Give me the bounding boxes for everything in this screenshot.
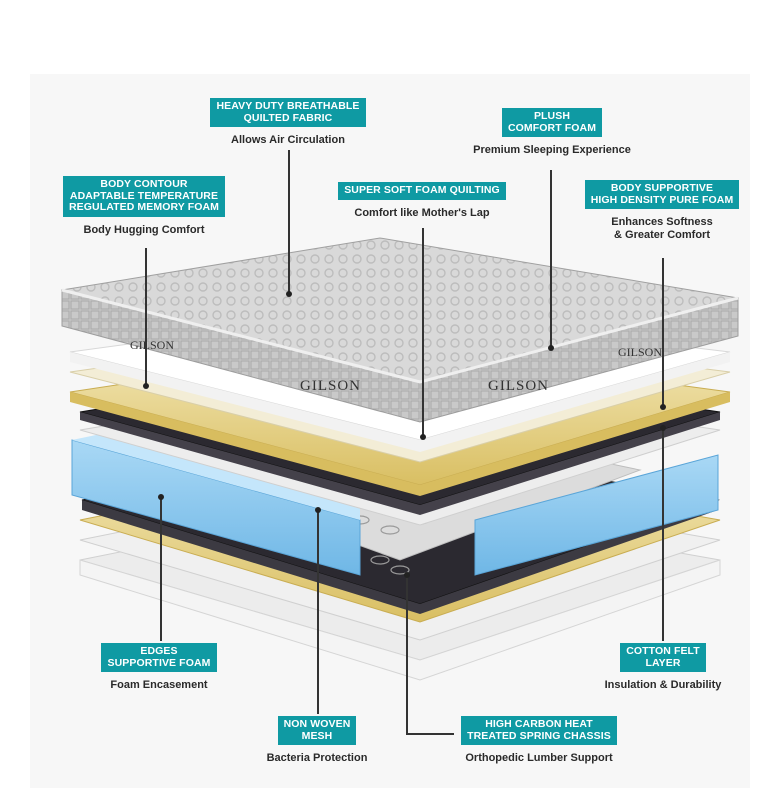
label-softfoam-desc: Comfort like Mother's Lap — [354, 206, 490, 219]
leader-felt-dot — [660, 425, 666, 431]
edge-foam-left-top — [72, 430, 360, 520]
leader-fabric — [288, 150, 290, 292]
brand-logo-front: GILSON — [300, 378, 361, 394]
label-softfoam: SUPER SOFT FOAM QUILTING Comfort like Mo… — [322, 180, 522, 220]
label-spring-desc: Orthopedic Lumber Support — [465, 752, 613, 764]
label-mesh-desc: Bacteria Protection — [266, 752, 368, 764]
leader-softfoam — [422, 228, 424, 436]
leader-memory — [145, 248, 147, 386]
leader-mesh — [317, 510, 319, 714]
brand-logo-right: GILSON — [618, 345, 662, 359]
leader-plush-dot — [548, 345, 554, 351]
leader-memory-dot — [143, 383, 149, 389]
leader-spring-dot — [404, 572, 410, 578]
label-highdensity-desc: Enhances Softness& Greater Comfort — [611, 216, 713, 241]
label-memory-desc: Body Hugging Comfort — [83, 223, 205, 236]
base-layer-3-side — [79, 559, 721, 681]
leader-fabric-dot — [286, 291, 292, 297]
label-felt-desc: Insulation & Durability — [604, 679, 722, 691]
leader-spring-horiz — [406, 733, 454, 735]
brand-logo-left: GILSON — [130, 338, 174, 352]
brand-logo-side-right: GILSON — [488, 378, 549, 394]
label-fabric-desc: Allows Air Circulation — [231, 134, 345, 146]
label-edges-desc: Foam Encasement — [110, 679, 208, 691]
leader-softfoam-dot — [420, 434, 426, 440]
leader-felt — [662, 428, 664, 641]
label-plush-desc: Premium Sleeping Experience — [473, 144, 631, 156]
leader-edges-dot — [158, 494, 164, 500]
leader-mesh-dot — [315, 507, 321, 513]
leader-spring-vert — [406, 575, 408, 735]
edge-foam-right — [474, 454, 719, 576]
edge-foam-left — [71, 439, 361, 576]
leader-highdensity — [662, 258, 664, 406]
label-softfoam-tag: SUPER SOFT FOAM QUILTING — [338, 182, 506, 200]
quilted-border — [61, 288, 739, 384]
leader-plush — [550, 170, 552, 348]
leader-highdensity-dot — [660, 404, 666, 410]
leader-edges — [160, 497, 162, 641]
